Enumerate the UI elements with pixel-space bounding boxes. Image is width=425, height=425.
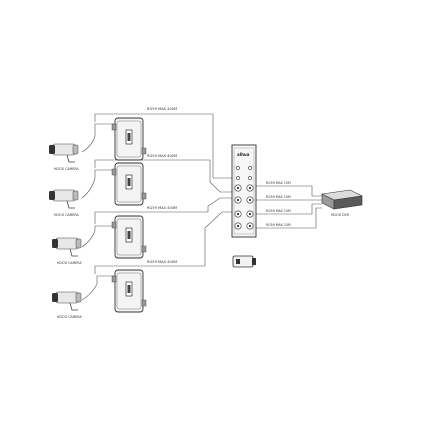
- recorder-unit: HDCVI DVR: [321, 189, 363, 217]
- recorder-link-label-1: RG59 MAX 10M: [266, 181, 291, 185]
- link-label-2: RG59 MAX 400M: [147, 154, 177, 158]
- transmitter-1: [111, 117, 147, 161]
- short-run-1: [256, 185, 322, 197]
- transmitter-3: [111, 215, 147, 259]
- link-label-4: RG59 MAX 400M: [147, 260, 177, 264]
- transmitter-2: [111, 162, 147, 206]
- camera-cable-1: [81, 123, 115, 153]
- long-run-1: [94, 113, 232, 179]
- receiver-unit: alhua: [231, 144, 257, 238]
- long-run-4: [94, 211, 232, 274]
- camera-4: HDCVI CAMERA: [52, 291, 82, 319]
- short-run-4: [256, 207, 322, 229]
- camera-label: HDCVI CAMERA: [57, 261, 82, 265]
- recorder-link-label-3: RG59 MAX 10M: [266, 209, 291, 213]
- camera-label: HDCVI CAMERA: [54, 167, 79, 171]
- recorder-label: HDCVI DVR: [331, 213, 350, 217]
- long-run-2: [94, 159, 232, 193]
- camera-label: HDCVI CAMERA: [57, 315, 82, 319]
- recorder-link-label-2: RG59 MAX 10M: [266, 195, 291, 199]
- receiver-brand: alhua: [237, 152, 250, 157]
- camera-2: HDCVI CAMERA: [49, 189, 79, 217]
- camera-3: HDCVI CAMERA: [52, 237, 82, 265]
- link-label-3: RG59 MAX 400M: [147, 206, 177, 210]
- camera-label: HDCVI CAMERA: [54, 213, 79, 217]
- camera-cable-3: [81, 225, 115, 248]
- transmitter-4: [111, 269, 147, 313]
- camera-cable-4: [81, 275, 115, 301]
- coax-lines: [81, 113, 322, 301]
- power-adapter: [232, 255, 256, 268]
- short-run-3: [256, 203, 322, 215]
- camera-1: HDCVI CAMERA: [49, 143, 79, 171]
- link-label-1: RG59 MAX 400M: [147, 107, 177, 111]
- camera-cable-2: [81, 169, 115, 199]
- long-run-3: [94, 197, 232, 224]
- recorder-link-label-4: RG59 MAX 10M: [266, 223, 291, 227]
